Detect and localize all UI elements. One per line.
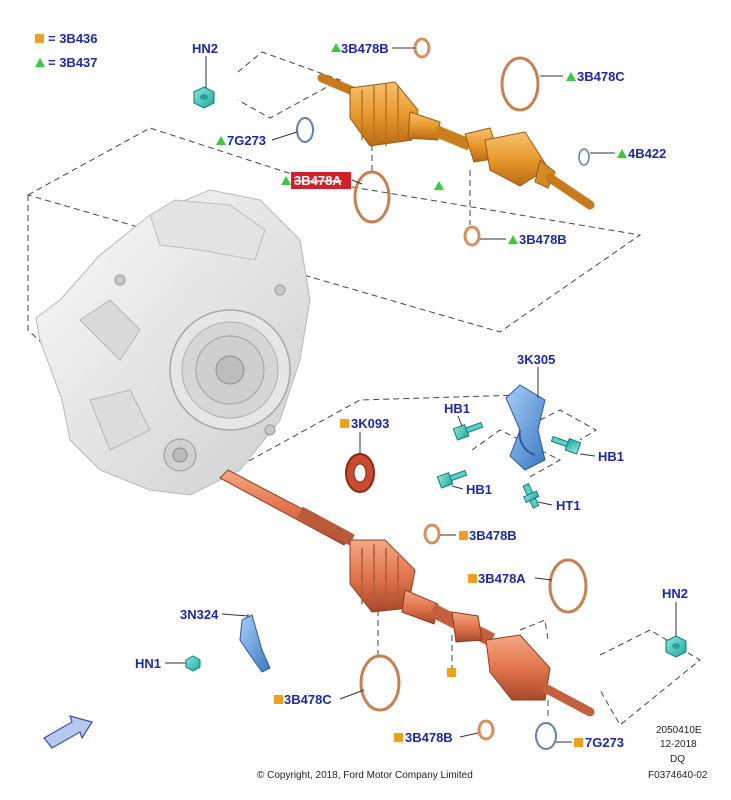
- bolt-hb1-a: [452, 421, 484, 441]
- nut-hn1: [185, 655, 201, 672]
- clamp-3b478b-bottom: [477, 719, 495, 741]
- circlip-7g273-top: [296, 117, 314, 143]
- clamp-3b478b-top: [413, 37, 431, 59]
- callout-3b478a-highlighted: 3B478A: [294, 173, 342, 188]
- callout-ht1: HT1: [556, 498, 581, 513]
- callout-7g273-low: 7G273: [585, 735, 624, 750]
- upper-driveshaft: [317, 73, 595, 210]
- boot-clamp-3b478a-top: [353, 170, 391, 224]
- transmission-housing: [35, 189, 311, 496]
- boot-clamp-3b478c-top: [500, 56, 540, 112]
- bracket-and-fasteners: [185, 86, 687, 673]
- circlip-4b422: [578, 148, 590, 166]
- triangle-marker: [566, 72, 576, 81]
- callout-3b478c-low: 3B478C: [284, 692, 332, 707]
- callout-3k305: 3K305: [517, 352, 555, 367]
- triangle-marker: [508, 235, 518, 244]
- callout-3b478b-mid: 3B478B: [519, 232, 567, 247]
- bearing-bracket-3k305: [505, 384, 546, 471]
- legend-square-marker: [35, 34, 44, 43]
- callout-hn2-low: HN2: [662, 586, 688, 601]
- callout-4b422: 4B422: [628, 146, 666, 161]
- stud-ht1: [522, 483, 540, 509]
- part-callouts: HN2 3B478B 3B478C 7G273 4B422 3B478A 3B4…: [135, 41, 688, 750]
- triangle-marker: [281, 176, 291, 185]
- square-marker: [274, 695, 283, 704]
- legend-triangle-marker: [35, 58, 45, 67]
- bracket-3n324: [239, 614, 271, 673]
- clamp-3b478b-low: [423, 523, 441, 545]
- square-marker: [340, 419, 349, 428]
- callout-3k093: 3K093: [351, 416, 389, 431]
- issue-date: 12-2018: [660, 739, 697, 750]
- figure-id: F0374640-02: [648, 770, 708, 781]
- callout-3b478b-bottom: 3B478B: [405, 730, 453, 745]
- circlip-7g273-low: [535, 722, 557, 750]
- direction-arrow-icon: [43, 715, 93, 749]
- callout-hb1-a: HB1: [444, 401, 470, 416]
- triangle-marker: [331, 43, 341, 52]
- bolt-hb1-c: [550, 435, 582, 455]
- callout-3b478b-top: 3B478B: [341, 41, 389, 56]
- legend-item-triangle: = 3B437: [48, 55, 98, 70]
- callout-3n324: 3N324: [180, 607, 219, 622]
- lower-driveshaft: [219, 469, 595, 717]
- callout-3b478c-top: 3B478C: [577, 69, 625, 84]
- boot-clamp-3b478a-low: [548, 558, 588, 614]
- clamps-and-seals: [296, 37, 590, 750]
- highlighted-label-box: [291, 172, 351, 189]
- callout-hb1-b: HB1: [466, 482, 492, 497]
- callout-hn2-top: HN2: [192, 41, 218, 56]
- reference-code: 2050410E: [656, 725, 702, 736]
- square-marker: [447, 668, 456, 677]
- assembly-boundary-lines: [27, 51, 701, 726]
- footer: © Copyright, 2018, Ford Motor Company Li…: [257, 725, 708, 781]
- callout-hn1: HN1: [135, 656, 161, 671]
- region-code: DQ: [670, 754, 685, 765]
- callout-hb1-c: HB1: [598, 449, 624, 464]
- triangle-marker: [617, 149, 627, 158]
- callout-3b478a: 3B478A: [478, 571, 526, 586]
- callout-7g273-top: 7G273: [227, 133, 266, 148]
- square-marker: [574, 738, 583, 747]
- legend: = 3B436 = 3B437: [35, 31, 98, 70]
- square-marker: [468, 574, 477, 583]
- clamp-3b478b-mid: [463, 225, 481, 247]
- callout-3b478b-low: 3B478B: [469, 528, 517, 543]
- legend-item-square: = 3B436: [48, 31, 98, 46]
- nut-hn2-low: [665, 635, 687, 658]
- square-marker: [459, 531, 468, 540]
- bolt-hb1-b: [436, 469, 468, 489]
- leader-lines: [165, 47, 677, 743]
- copyright-notice: © Copyright, 2018, Ford Motor Company Li…: [257, 770, 473, 781]
- nut-hn2-top: [193, 86, 215, 109]
- triangle-marker: [434, 181, 444, 190]
- boot-clamp-3b478c-low: [359, 654, 401, 712]
- triangle-marker: [216, 136, 226, 145]
- square-marker: [394, 733, 403, 742]
